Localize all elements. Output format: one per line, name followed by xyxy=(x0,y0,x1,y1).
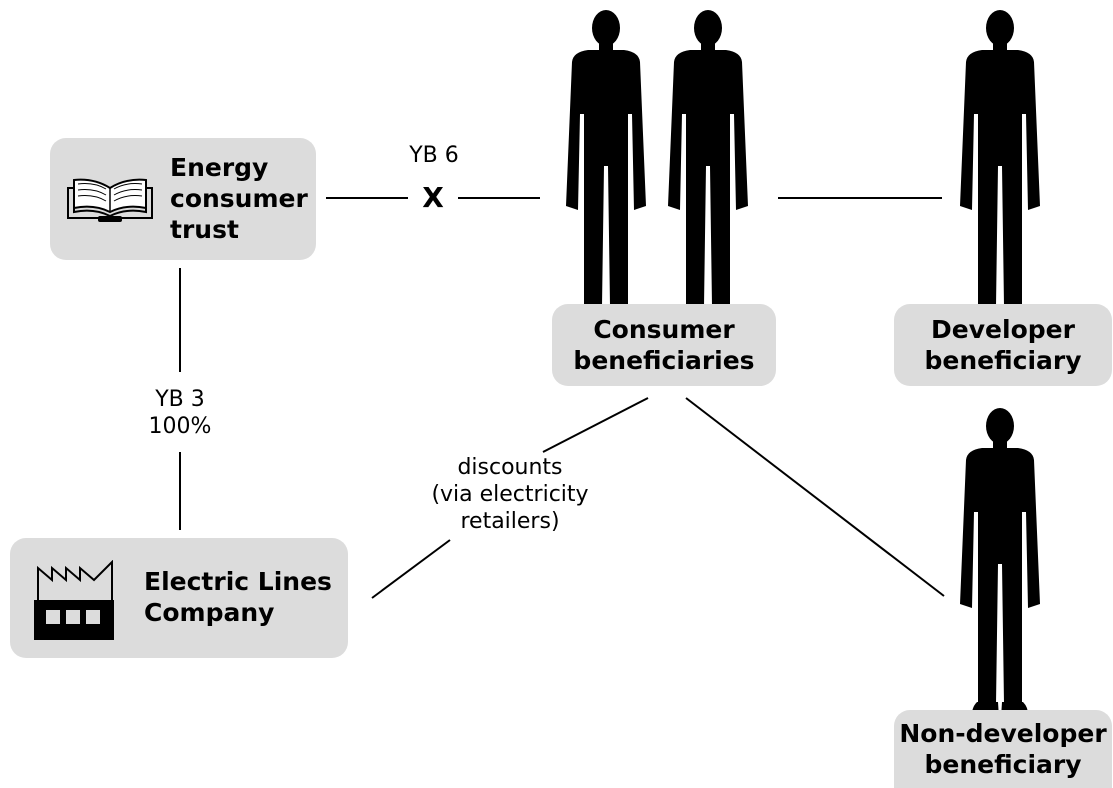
non-developer-beneficiary-label: Non-developer beneficiary xyxy=(899,719,1107,779)
person-silhouette-icon xyxy=(566,10,646,320)
consumer-beneficiaries-node: Consumer beneficiaries xyxy=(552,304,776,386)
consumer-beneficiaries-label: Consumer beneficiaries xyxy=(573,315,755,375)
edge-elc-consumers-lower xyxy=(371,539,451,599)
person-silhouette-icon xyxy=(668,10,748,320)
energy-consumer-trust-label: Energy consumer trust xyxy=(170,153,308,244)
discounts-line3: retailers) xyxy=(460,509,560,534)
blocked-x-mark: X xyxy=(422,181,444,214)
open-book-icon xyxy=(67,178,153,222)
edge-elc-consumers-upper xyxy=(542,397,649,453)
yb6-label: YB 6 xyxy=(409,143,459,168)
edge-consumers-nondeveloper xyxy=(685,397,945,597)
ownership-percent: 100% xyxy=(148,414,212,439)
discounts-label: discounts (via electricity retailers) xyxy=(410,454,610,535)
electric-lines-company-node: Electric Lines Company xyxy=(10,538,348,658)
person-silhouette-icon xyxy=(960,10,1040,320)
discounts-line2: (via electricity xyxy=(431,482,589,507)
yb3-line: YB 3 xyxy=(155,387,205,412)
yb3-label: YB 3 100% xyxy=(130,386,230,440)
energy-consumer-trust-node: Energy consumer trust xyxy=(50,138,316,260)
developer-beneficiary-node: Developer beneficiary xyxy=(894,304,1112,386)
discounts-line1: discounts xyxy=(457,455,563,480)
electric-lines-company-label: Electric Lines Company xyxy=(144,567,332,627)
non-developer-beneficiary-node: Non-developer beneficiary xyxy=(894,710,1112,788)
factory-icon xyxy=(34,560,114,640)
developer-beneficiary-label: Developer beneficiary xyxy=(924,315,1082,375)
person-silhouette-icon xyxy=(960,408,1040,718)
